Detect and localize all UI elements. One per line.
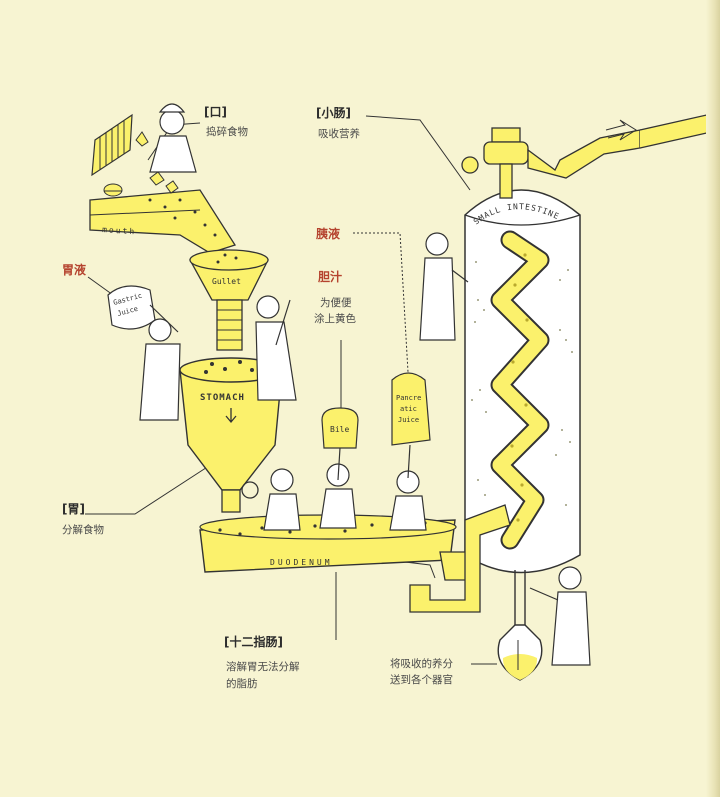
pancreatic-tag-line1: Pancre	[396, 394, 421, 402]
bile-desc-1: 为便便	[320, 296, 352, 311]
pancreatic-juice-title: 胰液	[316, 225, 340, 242]
pancreatic-tag-line2: atic	[400, 405, 417, 413]
intestine-worker	[420, 233, 468, 340]
gullet-tag: Gullet	[212, 277, 241, 286]
page-edge	[706, 0, 720, 797]
mouth-desc: 捣碎食物	[206, 125, 248, 140]
nutrient-flask	[498, 570, 542, 680]
bile-desc-2: 涂上黄色	[314, 312, 356, 327]
pancreatic-tag-line3: Juice	[398, 416, 419, 424]
mouth-tag: mouth	[102, 225, 137, 236]
duodenum-desc-1: 溶解胃无法分解	[226, 660, 300, 675]
bile-title: 胆汁	[318, 268, 342, 285]
duodenum-tag: DUODENUM	[270, 558, 333, 567]
intestine-top-valve	[462, 112, 720, 198]
duodenum-workers	[264, 464, 426, 530]
gastric-juice-title: 胃液	[62, 261, 86, 278]
stomach-tag: STOMACH	[200, 393, 245, 403]
pancreatic-juice-bottle: Pancre atic Juice	[392, 373, 430, 478]
stomach-title: [胃]	[62, 500, 85, 517]
bile-tag: Bile	[330, 425, 349, 434]
small-intestine-desc: 吸收营养	[318, 127, 360, 142]
duodenum-title: [十二指肠]	[224, 633, 283, 650]
leader-pancreatic	[353, 233, 408, 372]
stomach-desc: 分解食物	[62, 523, 104, 538]
absorb-desc-1: 将吸收的养分	[390, 657, 453, 672]
mouth-title: [口]	[204, 103, 227, 120]
small-intestine-title: [小肠]	[316, 104, 351, 121]
absorb-desc-2: 送到各个器官	[390, 673, 453, 688]
leader-small-intestine	[366, 116, 470, 190]
leader-stomach	[85, 462, 215, 514]
duodenum-desc-2: 的脂肪	[226, 677, 258, 692]
